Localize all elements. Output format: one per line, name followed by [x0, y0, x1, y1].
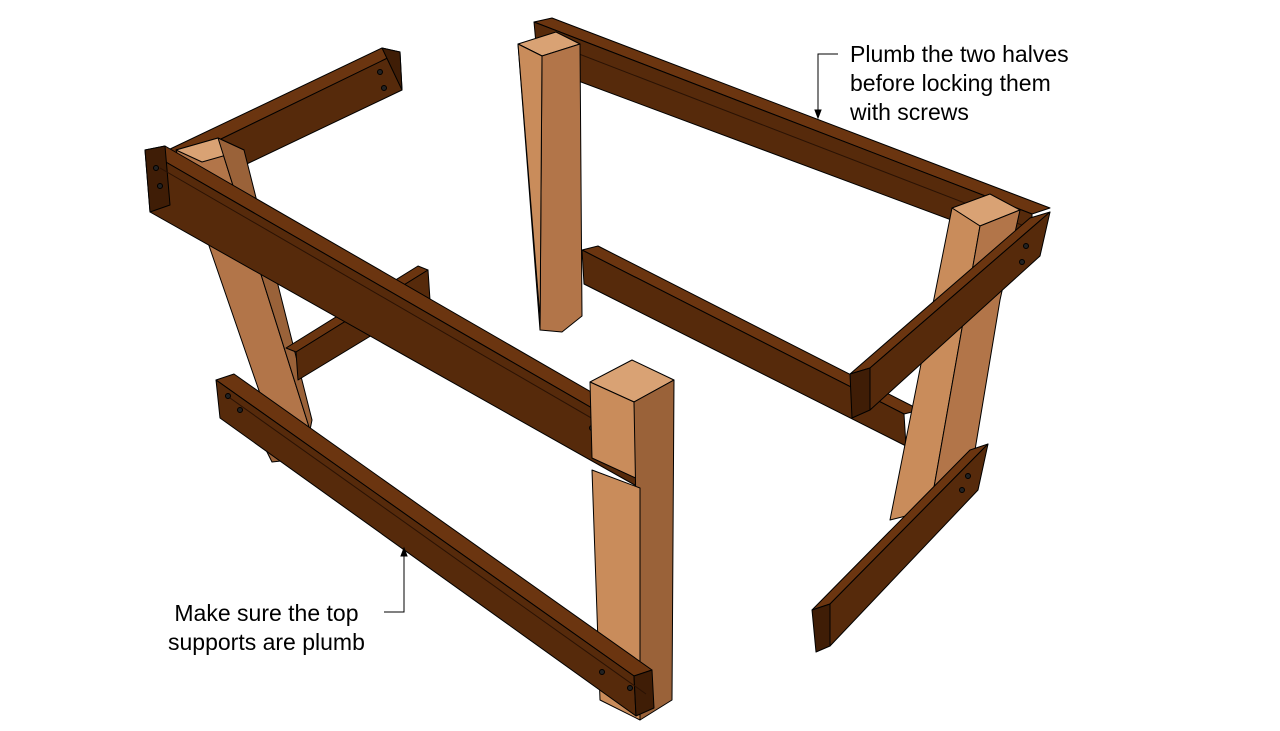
top-annotation: Plumb the two halves before locking them… — [850, 40, 1069, 127]
right-front-top-rail — [849, 211, 1051, 419]
right-middle-cross-rail — [581, 245, 921, 447]
left-front-top-rail — [144, 145, 661, 489]
bottom-annotation: Make sure the top supports are plumb — [168, 599, 365, 657]
right-rear-post — [517, 31, 583, 333]
right-front-bottom-rail — [811, 443, 989, 653]
bottom-annotation-line: Make sure the top — [174, 600, 359, 626]
top-annotation-line: before locking them — [850, 70, 1051, 96]
top-callout-leader — [814, 53, 838, 120]
bottom-callout-leader — [384, 546, 408, 613]
left-front-bottom-rail — [215, 373, 655, 717]
top-annotation-line: Plumb the two halves — [850, 41, 1069, 67]
bottom-annotation-line: supports are plumb — [168, 629, 365, 655]
top-annotation-line: with screws — [850, 99, 969, 125]
